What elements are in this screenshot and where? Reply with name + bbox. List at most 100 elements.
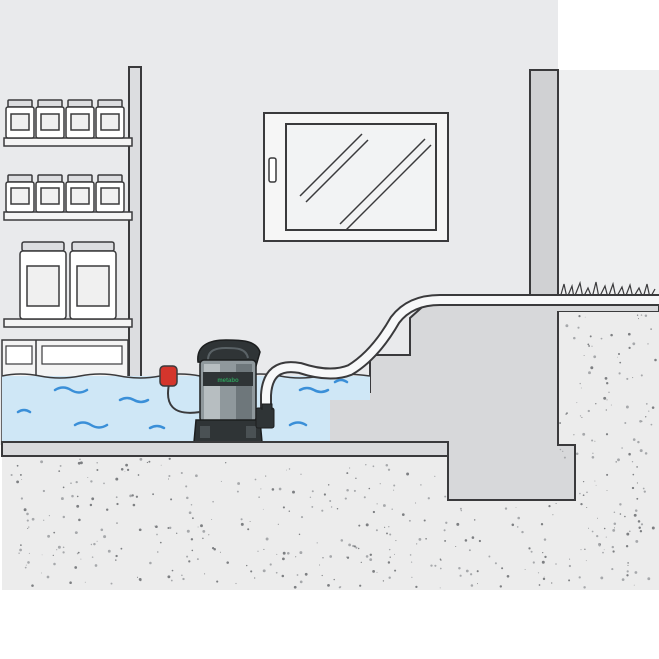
ground-speckle xyxy=(593,355,597,359)
ground-speckle xyxy=(581,416,583,418)
ground-speckle xyxy=(18,552,20,554)
ground-speckle xyxy=(511,523,515,527)
ground-speckle xyxy=(10,473,13,477)
ground-speckle xyxy=(200,524,203,528)
ground-speckle xyxy=(74,566,78,569)
ground-speckle xyxy=(105,508,109,511)
ground-speckle xyxy=(439,567,442,570)
ground-speckle xyxy=(139,457,143,461)
ground-speckle xyxy=(532,561,535,564)
ground-speckle xyxy=(168,457,171,460)
ground-speckle xyxy=(28,526,30,528)
ground-speckle xyxy=(115,496,118,499)
ground-speckle xyxy=(583,355,585,357)
ground-speckle xyxy=(365,555,369,558)
ground-speckle xyxy=(434,475,436,477)
ground-speckle xyxy=(610,404,612,406)
ground-speckle xyxy=(434,564,437,567)
ground-speckle xyxy=(90,543,93,546)
ground-speckle xyxy=(115,554,118,558)
ground-speckle xyxy=(639,449,643,453)
ground-speckle xyxy=(644,314,648,317)
ground-speckle xyxy=(494,562,497,565)
ground-speckle xyxy=(559,448,562,451)
ground-speckle xyxy=(588,371,591,375)
ground-speckle xyxy=(309,496,312,499)
ground-speckle xyxy=(131,494,134,497)
ground-speckle xyxy=(633,513,637,517)
ground-speckle xyxy=(388,548,391,551)
ground-speckle xyxy=(103,535,107,539)
ground-speckle xyxy=(225,462,227,464)
ground-speckle xyxy=(60,497,64,501)
ground-speckle xyxy=(579,415,582,417)
ground-speckle xyxy=(157,551,159,553)
ground-speckle xyxy=(386,532,388,535)
ground-speckle xyxy=(411,576,413,579)
pump-label-band xyxy=(203,372,253,386)
ground-speckle xyxy=(627,332,631,336)
ground-speckle xyxy=(636,482,638,484)
ground-speckle xyxy=(594,440,596,442)
ground-speckle xyxy=(265,475,267,477)
ground-speckle xyxy=(613,522,617,526)
ground-speckle xyxy=(393,489,395,491)
ground-speckle xyxy=(168,474,171,478)
ground-speckle xyxy=(543,576,545,578)
ground-speckle xyxy=(115,559,117,561)
ground-speckle xyxy=(58,470,61,472)
ground-speckle xyxy=(584,548,586,550)
ground-speckle xyxy=(621,447,623,449)
ground-speckle xyxy=(300,473,302,475)
ground-speckle xyxy=(568,564,572,568)
ground-speckle xyxy=(257,550,259,552)
basement-floor xyxy=(1,441,449,457)
ground-speckle xyxy=(595,484,597,486)
ground-speckle xyxy=(96,462,98,464)
ground-speckle xyxy=(606,382,609,385)
ground-speckle xyxy=(311,490,314,493)
ground-speckle xyxy=(124,471,126,472)
ground-speckle xyxy=(286,469,287,471)
ground xyxy=(2,312,659,590)
ground-speckle xyxy=(321,574,323,577)
jar xyxy=(35,99,65,139)
ground-speckle xyxy=(62,486,65,489)
ground-speckle xyxy=(626,574,629,577)
ground-speckle xyxy=(394,553,396,555)
ground-speckle xyxy=(27,561,30,564)
ground-speckle xyxy=(586,506,588,509)
ground-speckle xyxy=(541,560,545,564)
ground-speckle xyxy=(40,460,44,464)
ground-speckle xyxy=(319,564,321,566)
pump-outlet-fitting xyxy=(255,407,275,429)
ground-speckle xyxy=(262,508,264,510)
ground-speckle xyxy=(501,567,504,570)
ground-speckle xyxy=(103,482,105,485)
ground-speckle xyxy=(418,537,422,541)
ground-speckle xyxy=(644,452,648,455)
ground-speckle xyxy=(628,530,631,533)
ground-speckle xyxy=(295,556,297,558)
ground-speckle xyxy=(262,569,266,573)
ground-speckle xyxy=(311,505,314,508)
ground-speckle xyxy=(389,533,392,536)
ground-speckle xyxy=(645,416,647,418)
ground-speckle xyxy=(195,474,198,478)
ground-speckle xyxy=(610,333,613,337)
ground-speckle xyxy=(636,314,639,316)
big-jars xyxy=(19,241,117,320)
ground-speckle xyxy=(521,530,524,534)
jar xyxy=(35,174,65,213)
ground-speckle xyxy=(636,466,638,468)
ground-speckle xyxy=(316,542,318,544)
big-jar xyxy=(69,241,117,320)
water-body xyxy=(2,376,370,442)
ground-speckle xyxy=(188,511,192,515)
ground-speckle xyxy=(53,531,56,534)
ground-speckle xyxy=(62,515,66,519)
ground-speckle xyxy=(277,523,279,525)
ground-speckle xyxy=(579,492,581,495)
pump-brand-label: metabo xyxy=(217,378,239,384)
ground-speckle xyxy=(353,545,356,548)
